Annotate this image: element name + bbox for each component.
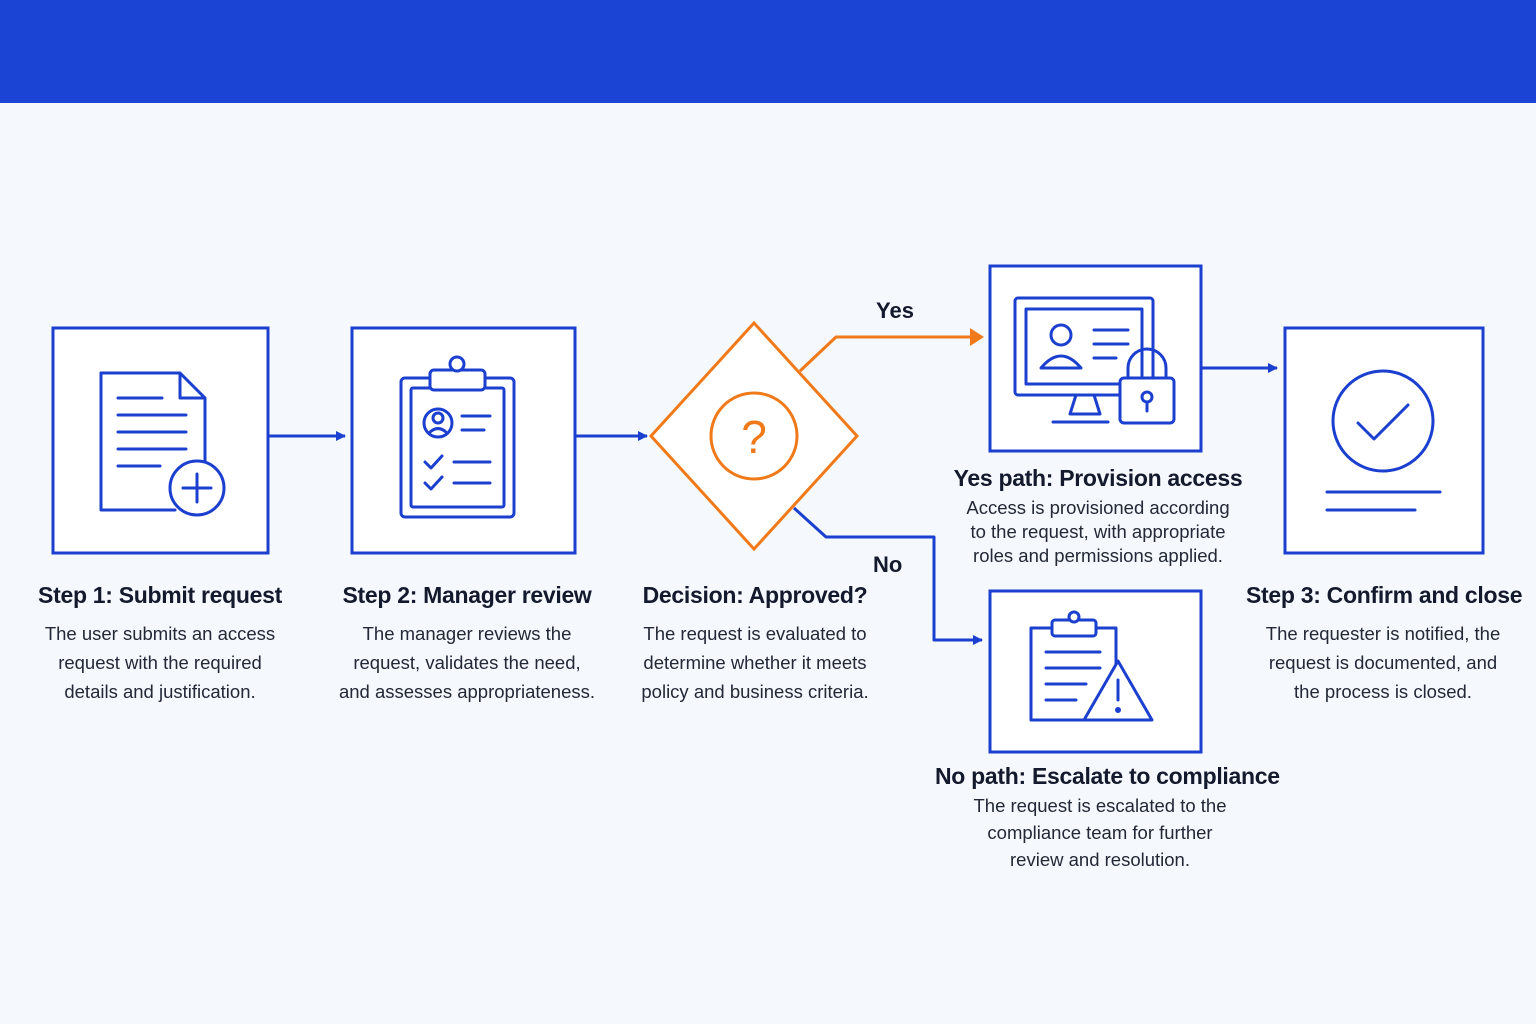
checkmark-circle-icon	[1325, 369, 1442, 512]
document-add-icon	[99, 371, 226, 517]
step2-box	[350, 326, 577, 555]
no-path-desc-line: review and resolution.	[1010, 849, 1190, 870]
decision-description: The request is evaluated to determine wh…	[624, 619, 886, 706]
yes-path-desc-line: to the request, with appropriate	[970, 521, 1226, 542]
clipboard-checklist-icon	[399, 355, 516, 519]
yes-path-desc-line: Access is provisioned according	[966, 497, 1230, 518]
header-band	[0, 0, 1536, 103]
step3-description: The requester is notified, the request i…	[1246, 619, 1520, 706]
computer-lock-icon	[1013, 296, 1176, 425]
step1-desc-line: request with the required	[58, 652, 262, 673]
yes-path-title: Yes path: Provision access	[953, 465, 1243, 491]
decision-label: Decision: Approved? The request is evalu…	[624, 582, 886, 706]
clipboard-warning-icon	[1029, 610, 1154, 722]
decision-desc-line: The request is evaluated to	[643, 623, 867, 644]
no-path-description: The request is escalated to the complian…	[935, 792, 1265, 873]
question-mark-icon: ?	[709, 391, 799, 481]
step1-description: The user submits an access request with …	[30, 619, 290, 706]
step3-box	[1283, 326, 1485, 555]
yes-path-box	[988, 264, 1203, 453]
yes-path-label: Yes path: Provision access Access is pro…	[950, 465, 1246, 568]
no-path-title: No path: Escalate to compliance	[935, 763, 1280, 789]
step2-desc-line: and assesses appropriateness.	[338, 681, 596, 702]
step1-title: Step 1: Submit request	[38, 582, 282, 608]
decision-desc-line: policy and business criteria.	[641, 681, 869, 702]
step3-desc-line: the process is closed.	[1294, 681, 1472, 702]
yes-path-desc-line: roles and permissions applied.	[973, 545, 1223, 566]
step2-label: Step 2: Manager review The manager revie…	[332, 582, 602, 706]
step2-description: The manager reviews the request, validat…	[332, 619, 602, 706]
yes-path-description: Access is provisioned according to the r…	[950, 496, 1246, 568]
step1-box	[51, 326, 270, 555]
svg-text:?: ?	[741, 411, 767, 463]
decision-title: Decision: Approved?	[642, 582, 868, 608]
step2-desc-line: request, validates the need,	[353, 652, 581, 673]
step1-desc-line: The user submits an access	[44, 623, 276, 644]
decision-desc-line: determine whether it meets	[643, 652, 867, 673]
step3-title: Step 3: Confirm and close	[1246, 582, 1523, 608]
yes-branch-label: Yes	[876, 298, 914, 323]
step3-desc-line: request is documented, and	[1268, 652, 1498, 673]
step1-label: Step 1: Submit request The user submits …	[30, 582, 290, 706]
no-path-desc-line: The request is escalated to the	[973, 795, 1227, 816]
step1-desc-line: details and justification.	[64, 681, 256, 702]
arrow-no-path	[792, 506, 983, 645]
no-path-label: No path: Escalate to compliance The requ…	[935, 763, 1280, 873]
step2-title: Step 2: Manager review	[342, 582, 592, 608]
step3-desc-line: The requester is notified, the	[1265, 623, 1501, 644]
decision-diamond: ?	[648, 320, 860, 552]
no-branch-label: No	[873, 552, 903, 577]
no-path-desc-line: compliance team for further	[987, 822, 1213, 843]
step2-desc-line: The manager reviews the	[362, 623, 572, 644]
arrow-yes-head	[970, 328, 984, 346]
step3-label: Step 3: Confirm and close The requester …	[1246, 582, 1523, 706]
arrow-yes-path	[798, 335, 972, 373]
no-path-box	[988, 589, 1203, 754]
